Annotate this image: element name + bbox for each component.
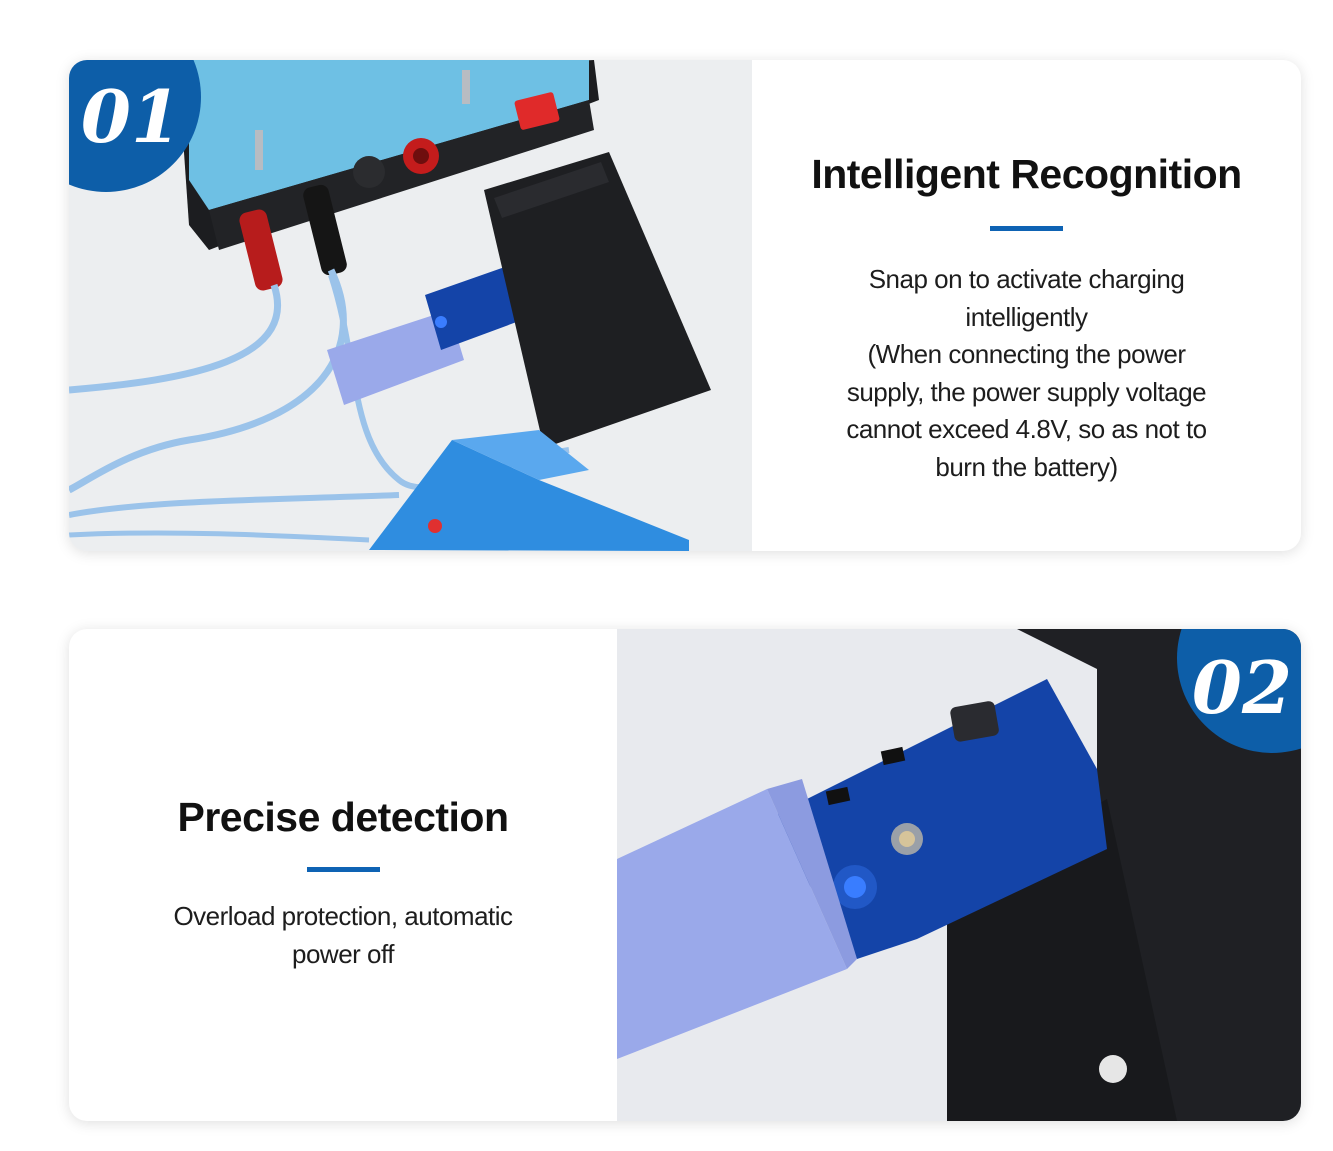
- description-line: Snap on to activate charging: [868, 264, 1185, 294]
- feature-title: Intelligent Recognition: [811, 151, 1242, 197]
- product-photo-charging-setup: 01: [69, 60, 752, 551]
- feature-card-intelligent-recognition: 01 Intelligent Recognition Snap on to ac…: [69, 60, 1301, 551]
- description-line: intelligently: [965, 301, 1088, 332]
- charging-setup-illustration: [69, 60, 752, 551]
- description-line: cannot exceed 4.8V, so as not to: [846, 414, 1207, 444]
- feature-number-badge: 01: [69, 60, 201, 192]
- feature-text-panel: Precise detection Overload protection, a…: [69, 629, 617, 1121]
- feature-title: Precise detection: [177, 794, 509, 840]
- description-line: Overload protection, automatic: [173, 901, 513, 931]
- description-line: power off: [292, 938, 394, 969]
- description-line: supply, the power supply voltage: [846, 376, 1207, 407]
- feature-description: Overload protection, automatic power off: [133, 898, 553, 973]
- feature-card-precise-detection: Precise detection Overload protection, a…: [69, 629, 1301, 1121]
- product-photo-board-closeup: 02: [617, 629, 1301, 1121]
- title-divider: [306, 867, 380, 872]
- title-divider: [990, 226, 1063, 231]
- feature-text-panel: Intelligent Recognition Snap on to activ…: [752, 60, 1301, 551]
- feature-description: Snap on to activate charging intelligent…: [807, 261, 1247, 486]
- description-line: (When connecting the power: [867, 339, 1186, 369]
- description-line: burn the battery): [935, 451, 1118, 482]
- board-closeup-illustration: [617, 629, 1301, 1121]
